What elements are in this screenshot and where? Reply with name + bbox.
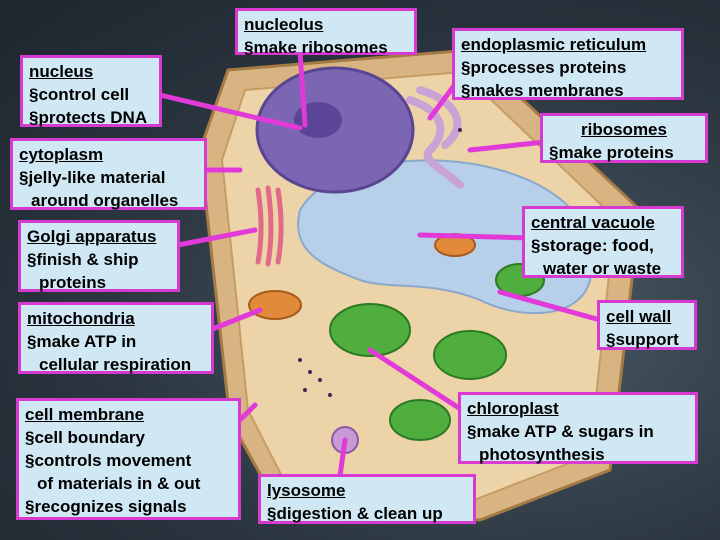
label-chloroplast: chloroplast make ATP & sugars in photosy… <box>458 392 698 464</box>
label-line: cellular respiration <box>27 353 205 376</box>
label-golgi-apparatus: Golgi apparatus finish & ship proteins <box>18 220 180 292</box>
label-nucleolus: nucleolus make ribosomes <box>235 8 417 55</box>
label-line: water or waste <box>531 257 675 280</box>
label-line: processes proteins <box>461 56 675 79</box>
label-title: ribosomes <box>549 118 699 141</box>
label-title: nucleus <box>29 60 153 83</box>
label-title: chloroplast <box>467 397 689 420</box>
label-cell-wall: cell wall support <box>597 300 697 350</box>
label-nucleus: nucleus control cell protects DNA <box>20 55 162 127</box>
label-line: make ATP in <box>27 330 205 353</box>
label-line: storage: food, <box>531 234 675 257</box>
label-line: digestion & clean up <box>267 502 467 525</box>
label-line: finish & ship <box>27 248 171 271</box>
label-cell-membrane: cell membrane cell boundary controls mov… <box>16 398 241 520</box>
label-title: mitochondria <box>27 307 205 330</box>
label-ribosomes: ribosomes make proteins <box>540 113 708 163</box>
label-line: proteins <box>27 271 171 294</box>
label-cytoplasm: cytoplasm jelly-like material around org… <box>10 138 207 210</box>
label-line: makes membranes <box>461 79 675 102</box>
label-title: Golgi apparatus <box>27 225 171 248</box>
label-title: central vacuole <box>531 211 675 234</box>
nucleolus-shape <box>294 102 342 138</box>
label-line: around organelles <box>19 189 198 212</box>
label-endoplasmic-reticulum: endoplasmic reticulum processes proteins… <box>452 28 684 100</box>
label-line: photosynthesis <box>467 443 689 466</box>
chloroplast-shape <box>390 400 450 440</box>
label-line: make ATP & sugars in <box>467 420 689 443</box>
label-title: nucleolus <box>244 13 408 36</box>
label-line: make ribosomes <box>244 36 408 59</box>
label-title: cell membrane <box>25 403 232 426</box>
label-line: recognizes signals <box>25 495 232 518</box>
label-title: lysosome <box>267 479 467 502</box>
chloroplast-shape <box>434 331 506 379</box>
label-line: jelly-like material <box>19 166 198 189</box>
label-line: protects DNA <box>29 106 153 129</box>
label-lysosome: lysosome digestion & clean up <box>258 474 476 524</box>
label-line: support <box>606 328 688 351</box>
label-line: control cell <box>29 83 153 106</box>
label-title: cell wall <box>606 305 688 328</box>
label-mitochondria: mitochondria make ATP in cellular respir… <box>18 302 214 374</box>
label-line: controls movement <box>25 449 232 472</box>
mitochondrion-shape <box>249 291 301 319</box>
label-line: of materials in & out <box>25 472 232 495</box>
label-line: make proteins <box>549 141 699 164</box>
label-title: cytoplasm <box>19 143 198 166</box>
label-central-vacuole: central vacuole storage: food, water or … <box>522 206 684 278</box>
label-title: endoplasmic reticulum <box>461 33 675 56</box>
label-line: cell boundary <box>25 426 232 449</box>
